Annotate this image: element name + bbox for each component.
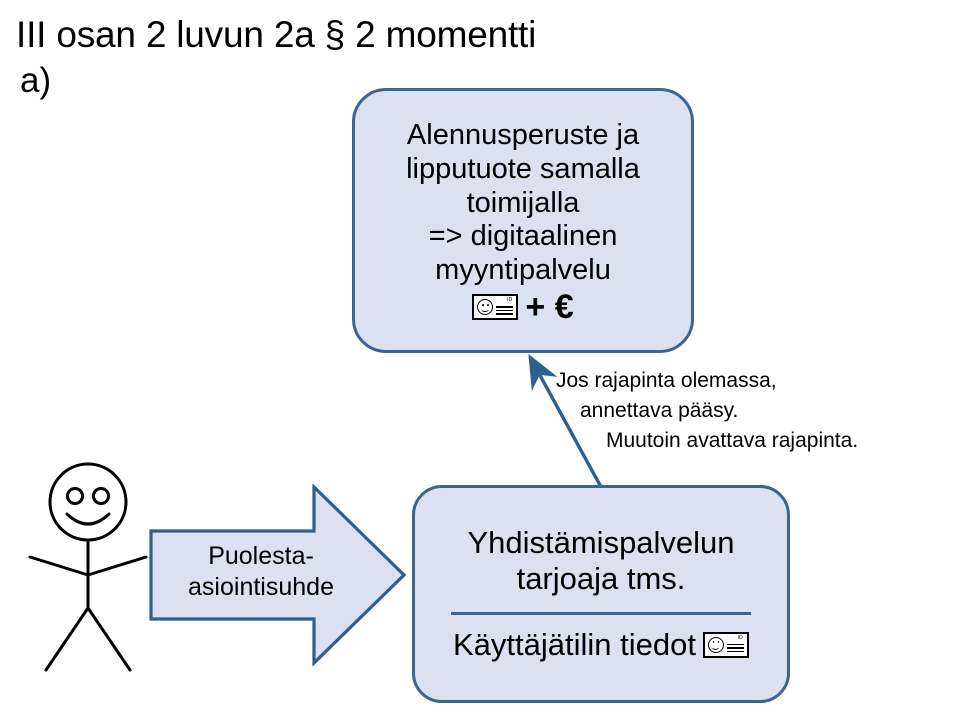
id-card-line-1 — [496, 306, 514, 308]
id-card-label: ID — [737, 634, 743, 641]
annotation-line-3: Muutoin avattava rajapinta. — [606, 428, 859, 452]
annotation-line-1: Jos rajapinta olemassa, — [556, 369, 777, 392]
smiley-face-icon — [477, 299, 494, 316]
box-top-icon-row: ID + € — [472, 288, 574, 327]
connector-annotation: Jos rajapinta olemassa, annettava pääsy.… — [556, 366, 956, 455]
box-top-line-3: toimijalla — [466, 186, 580, 219]
box-top-line-1: Alennusperuste ja — [406, 118, 640, 151]
slide-subtitle: a) — [20, 61, 52, 100]
id-card-line-1 — [726, 643, 744, 646]
account-info-label: Käyttäjätilin tiedot — [453, 626, 696, 662]
box-bottom-line-1: Yhdistämispalvelun — [467, 525, 735, 561]
box-top-line-2: lipputuote samalla — [406, 152, 640, 185]
id-card-line-2 — [496, 309, 514, 312]
smile-mouth — [711, 644, 720, 650]
aggregator-service-box[interactable]: Yhdistämispalvelun tarjoaja tms. Käyttäj… — [412, 485, 790, 703]
annotation-line-2: annettava pääsy. — [580, 398, 739, 422]
page-title: III osan 2 luvun 2a § 2 momentti — [16, 14, 537, 55]
id-card-label: ID — [506, 297, 513, 304]
box-top-line-4: => digitaalinen — [428, 220, 618, 253]
smile-mouth — [481, 306, 489, 313]
id-card-line-2 — [726, 647, 744, 649]
eye-right — [717, 641, 720, 644]
account-info-row: Käyttäjätilin tiedot ID — [453, 627, 749, 663]
id-card-line-3 — [496, 313, 514, 315]
id-card-line-3 — [726, 650, 744, 653]
id-card-icon: ID — [472, 294, 519, 321]
eye-left — [712, 641, 715, 644]
box-top-line-5: myyntipalvelu — [435, 254, 611, 287]
eye-left — [481, 303, 484, 306]
digital-sales-service-box[interactable]: Alennusperuste ja lipputuote samalla toi… — [352, 88, 694, 353]
relationship-block-arrow[interactable] — [148, 484, 410, 666]
smiley-face-icon — [707, 636, 724, 653]
box-bottom-line-2: tarjoaja tms. — [516, 561, 686, 597]
eye-right — [487, 303, 489, 306]
section-divider — [451, 611, 751, 615]
id-card-icon: ID — [702, 631, 749, 658]
plus-euro-label: + € — [525, 288, 574, 327]
person-stick-figure — [28, 462, 148, 672]
